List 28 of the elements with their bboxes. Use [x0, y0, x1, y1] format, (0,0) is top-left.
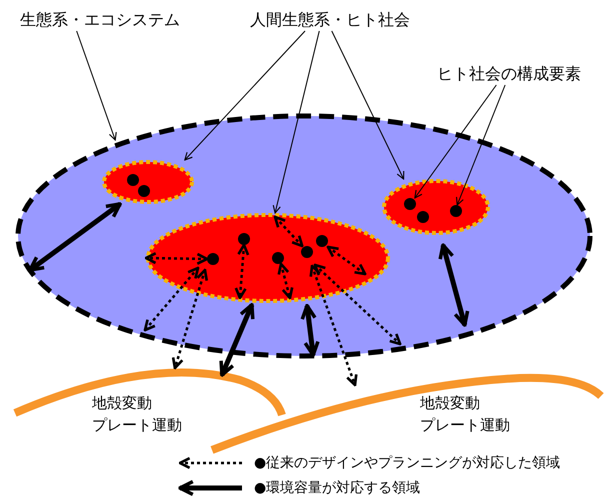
dotted-double-arrow — [144, 266, 200, 332]
dotted-double-arrow — [309, 264, 358, 386]
dotted-double-arrow — [278, 262, 294, 300]
dotted-double-arrow — [172, 268, 208, 370]
dotted-double-arrow — [144, 252, 208, 265]
label-text: ヒト社会の構成要素 — [437, 64, 581, 85]
leader-line — [331, 30, 404, 180]
label-text: プレート運動 — [420, 416, 510, 435]
dotted-double-arrow — [314, 264, 402, 346]
leader-line — [76, 30, 117, 141]
dotted-double-arrow — [234, 244, 250, 300]
double-arrow — [300, 304, 320, 357]
label-text: 地殻変動 — [92, 394, 152, 413]
double-arrow — [219, 303, 255, 377]
label-text: 地殻変動 — [420, 394, 480, 413]
dotted-double-arrow — [326, 246, 366, 276]
label-text: 生態系・エコシステム — [20, 10, 180, 31]
label-text: プレート運動 — [92, 416, 182, 435]
dotted-double-arrow — [274, 216, 304, 248]
leader-line — [456, 84, 506, 206]
legend-text: ●環境容量が対応する領域 — [254, 479, 420, 497]
double-arrow — [28, 202, 122, 272]
leader-line — [272, 30, 320, 214]
leader-line — [414, 84, 497, 199]
label-text: 人間生態系・ヒト社会 — [250, 10, 410, 31]
legend-text: ●従来のデザインやプランニングが対応した領域 — [254, 454, 560, 472]
leader-line — [184, 30, 306, 161]
double-arrow — [438, 243, 470, 327]
